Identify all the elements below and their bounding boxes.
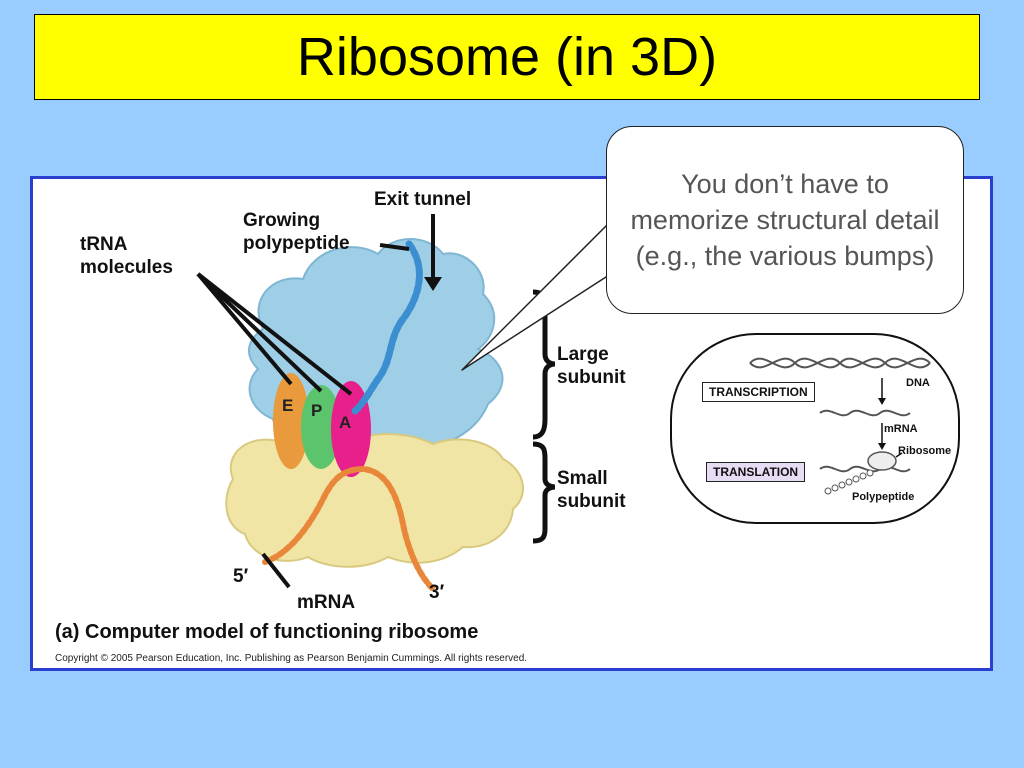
callout-text: You don’t have to memorize structural de… — [630, 169, 940, 271]
trna-p-site — [301, 385, 341, 469]
mrna-strand — [262, 465, 436, 592]
copyright-notice: Copyright © 2005 Pearson Education, Inc.… — [55, 653, 528, 664]
dna-label: DNA — [906, 377, 930, 389]
small-subunit-label: subunit — [557, 491, 626, 512]
polypeptide-inset-label: Polypeptide — [852, 491, 915, 503]
growing-label: Growing — [243, 210, 321, 231]
small-subunit-brace — [532, 441, 556, 544]
gene-expression-inset: TRANSCRIPTION TRANSLATION DNA mRNA Ribos… — [670, 333, 960, 524]
trna-label: tRNA — [80, 234, 128, 255]
site-p-label: P — [311, 401, 323, 420]
transcription-label: TRANSCRIPTION — [702, 382, 815, 402]
three-prime-label: 3′ — [429, 582, 445, 603]
large-label: Large — [557, 344, 609, 365]
trna-leader-1 — [196, 272, 293, 386]
site-e-label: E — [282, 396, 294, 415]
small-label: Small — [557, 468, 608, 489]
five-prime-leader — [261, 552, 291, 589]
speech-callout: You don’t have to memorize structural de… — [606, 126, 964, 314]
ribosome-inset-label: Ribosome — [898, 445, 952, 457]
mrna-label: mRNA — [297, 592, 356, 613]
molecules-label: molecules — [80, 257, 173, 278]
exit-tunnel-label: Exit tunnel — [374, 189, 472, 210]
slide-title: Ribosome (in 3D) — [296, 27, 718, 87]
mrna-inset-label: mRNA — [884, 423, 918, 435]
ribosome-illustration — [196, 214, 556, 592]
polypeptide-leader — [379, 243, 410, 251]
large-subunit-label: subunit — [557, 367, 626, 388]
large-subunit-brace — [532, 289, 556, 440]
figure-caption: (a) Computer model of functioning riboso… — [55, 621, 479, 643]
polypeptide-label: polypeptide — [243, 233, 350, 254]
trna-leader-2 — [196, 272, 323, 393]
small-subunit-shape — [225, 430, 524, 568]
five-prime-label: 5′ — [233, 566, 249, 587]
translation-label: TRANSLATION — [706, 462, 806, 482]
trna-e-site — [273, 373, 309, 469]
site-a-label: A — [339, 413, 352, 432]
title-box: Ribosome (in 3D) — [34, 14, 980, 100]
polypeptide-chain — [351, 240, 423, 415]
trna-leader-3 — [196, 272, 353, 396]
exit-tunnel-arrowhead — [424, 277, 442, 291]
